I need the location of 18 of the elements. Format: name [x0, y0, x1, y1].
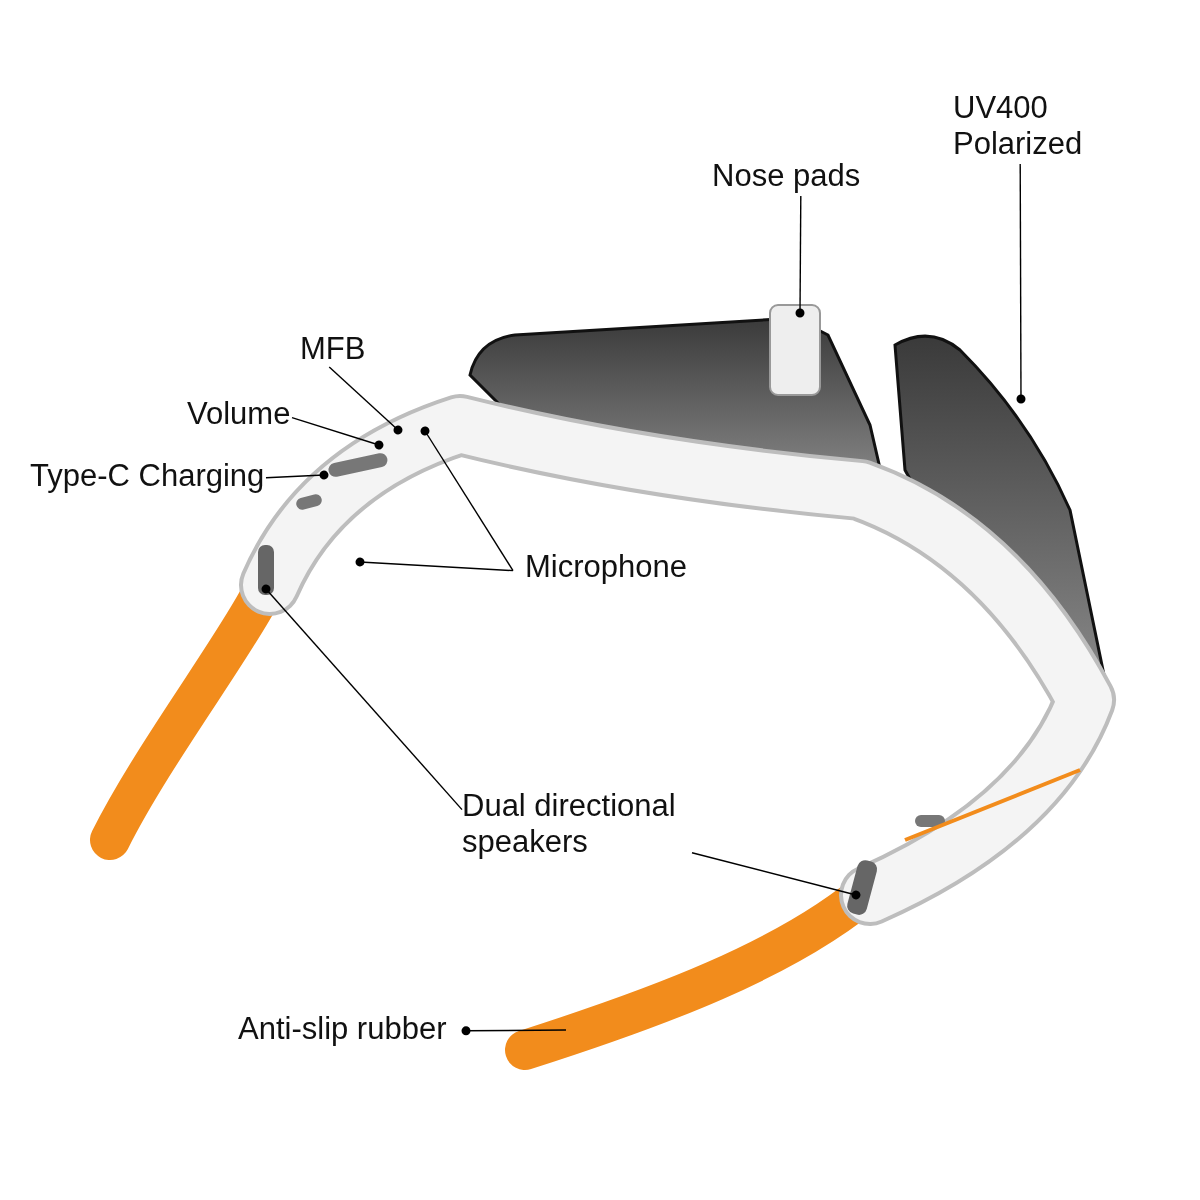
callout-label: Microphone — [525, 549, 687, 585]
leader-line — [1016, 163, 1026, 404]
callout-label: Anti-slip rubber — [238, 1011, 447, 1047]
leader-line — [261, 584, 463, 811]
leader-line — [691, 852, 861, 900]
callout-label: Nose pads — [712, 158, 861, 194]
callout-label: Dual directional speakers — [462, 788, 702, 860]
callout-label: UV400 Polarized — [953, 90, 1113, 162]
leader-line — [355, 557, 514, 572]
leader-line — [265, 470, 329, 480]
leader-line — [420, 426, 514, 572]
callout-label: MFB — [300, 331, 366, 367]
leader-line — [328, 366, 403, 435]
leader-line — [291, 416, 384, 450]
callout-label: Volume — [187, 396, 291, 432]
callout-label: Type-C Charging — [30, 458, 265, 494]
leader-line — [795, 195, 805, 318]
leader-line — [461, 1026, 567, 1036]
